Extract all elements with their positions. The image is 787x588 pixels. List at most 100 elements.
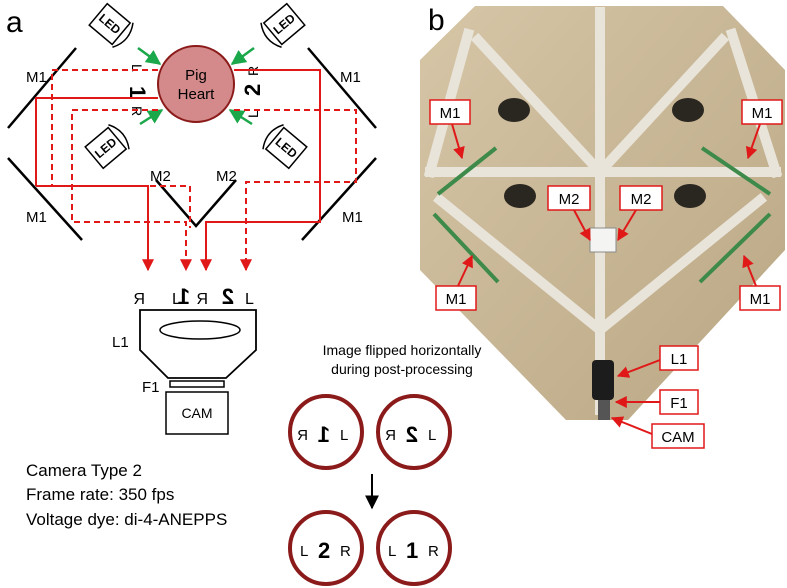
mirror-strip [698,212,772,284]
label-box [547,185,591,211]
photo-label-f1: F1 [614,389,699,415]
rig-camera-body [598,400,610,420]
label-text: CAM [661,429,694,446]
led-body [262,2,306,46]
view-2-label: L 2 R [240,66,265,118]
led-body [84,126,128,170]
illumination-arrows [137,46,255,126]
flip-caption-1: Image flipped horizontally [323,342,482,358]
image-label-l-2: L [245,291,254,308]
label-box [659,389,699,415]
rail [470,32,608,180]
led-lens [112,22,134,48]
photo-label-m1-top-left: M1 [429,99,471,160]
label-arrow [610,416,653,435]
m2-cube [589,227,617,253]
label-box [739,285,781,311]
label-arrow [617,209,637,242]
led-lens [260,22,282,48]
mirror-strip [436,146,498,196]
pig-heart-label-2: Heart [178,86,216,103]
photo-label-m1-top-right: M1 [741,99,783,160]
info-line-1: Camera Type 2 [26,461,142,480]
label-arrow [742,254,757,287]
view-2-left-letter: L [245,110,261,118]
label-text: M2 [559,191,580,208]
rig-mirrors [432,146,772,284]
led-fixture [504,184,536,208]
label-arrow [745,123,761,160]
pig-heart-label-1: Pig [185,67,207,84]
m1-label-bottom-right: M1 [342,209,363,226]
filter-label: F1 [142,379,160,396]
lens-element [159,320,241,340]
image-label-2: 2 [222,284,234,309]
lens-label: L1 [112,334,129,351]
m1-mirrors [7,47,377,241]
m1-label-top-left: M1 [26,69,47,86]
view-2-number: 2 [240,84,265,96]
photo-label-m2-left: M2 [547,185,591,242]
info-line-2: Frame rate: 350 fps [26,485,174,504]
circle-ring [376,394,452,470]
circle-r-letter: R [340,543,351,560]
label-text: F1 [670,395,688,412]
view-1-right-letter: R [129,106,145,116]
photo-label-m2-right: M2 [617,185,663,242]
led-fixture [672,98,704,122]
ray-path [234,109,357,272]
label-text: M2 [631,191,652,208]
label-box [429,99,471,125]
view-1-number: 1 [125,86,150,98]
led-bottom-right: LED [262,124,308,170]
ray-path [71,109,192,272]
label-arrow [457,254,473,287]
led-bottom-left: LED [84,124,130,170]
circle-ring [376,510,452,586]
led-lens [262,124,284,150]
rail [592,192,768,338]
circle-before-1: R 1 L [288,394,364,470]
lens-assembly: L1 F1 CAM [112,309,257,435]
photo-label-l1: L1 [616,345,699,378]
label-text: L1 [671,351,688,368]
m2-label-left: M2 [150,168,171,185]
photo-labels: M1 M1 M2 M2 M1 [429,99,783,449]
label-box [435,285,477,311]
m1-label-top-right: M1 [340,69,361,86]
circle-l-letter: L [300,543,308,560]
led-top-left: LED [88,2,134,48]
label-arrow [616,359,661,378]
circle-l-letter: L [428,427,436,444]
panel-a-letter: a [6,6,23,39]
flip-caption-2: during post-processing [331,361,473,377]
led-lens [108,124,130,150]
label-arrow [573,209,591,242]
ray-path [200,69,321,272]
image-label-l-1: L [172,291,181,308]
circle-ring [288,394,364,470]
label-box [651,423,705,449]
led-fixture [498,98,530,122]
green-arrow [139,108,164,126]
image-label-r-1: R [133,291,145,308]
camera-box [165,391,229,435]
circle-r-letter: R [297,427,308,444]
image-labels-row: R 1 L R 2 L [133,284,254,309]
circle-after-1: L 1 R [376,510,452,586]
circle-r-letter: R [385,427,396,444]
led-top-right: LED [260,2,306,48]
m1-label-bottom-left: M1 [26,209,47,226]
pig-heart: Pig Heart [157,45,235,123]
pig-heart-circle [157,45,235,123]
filter [169,380,225,388]
ray-path [35,97,158,186]
led-body [264,126,308,170]
rail [592,32,730,180]
m1-mirror-bottom-left [7,157,83,241]
circle-number: 2 [318,538,330,563]
label-box [619,185,663,211]
m1-mirror-bottom-right [301,157,377,241]
photo-label-m1-bottom-right: M1 [739,254,781,311]
